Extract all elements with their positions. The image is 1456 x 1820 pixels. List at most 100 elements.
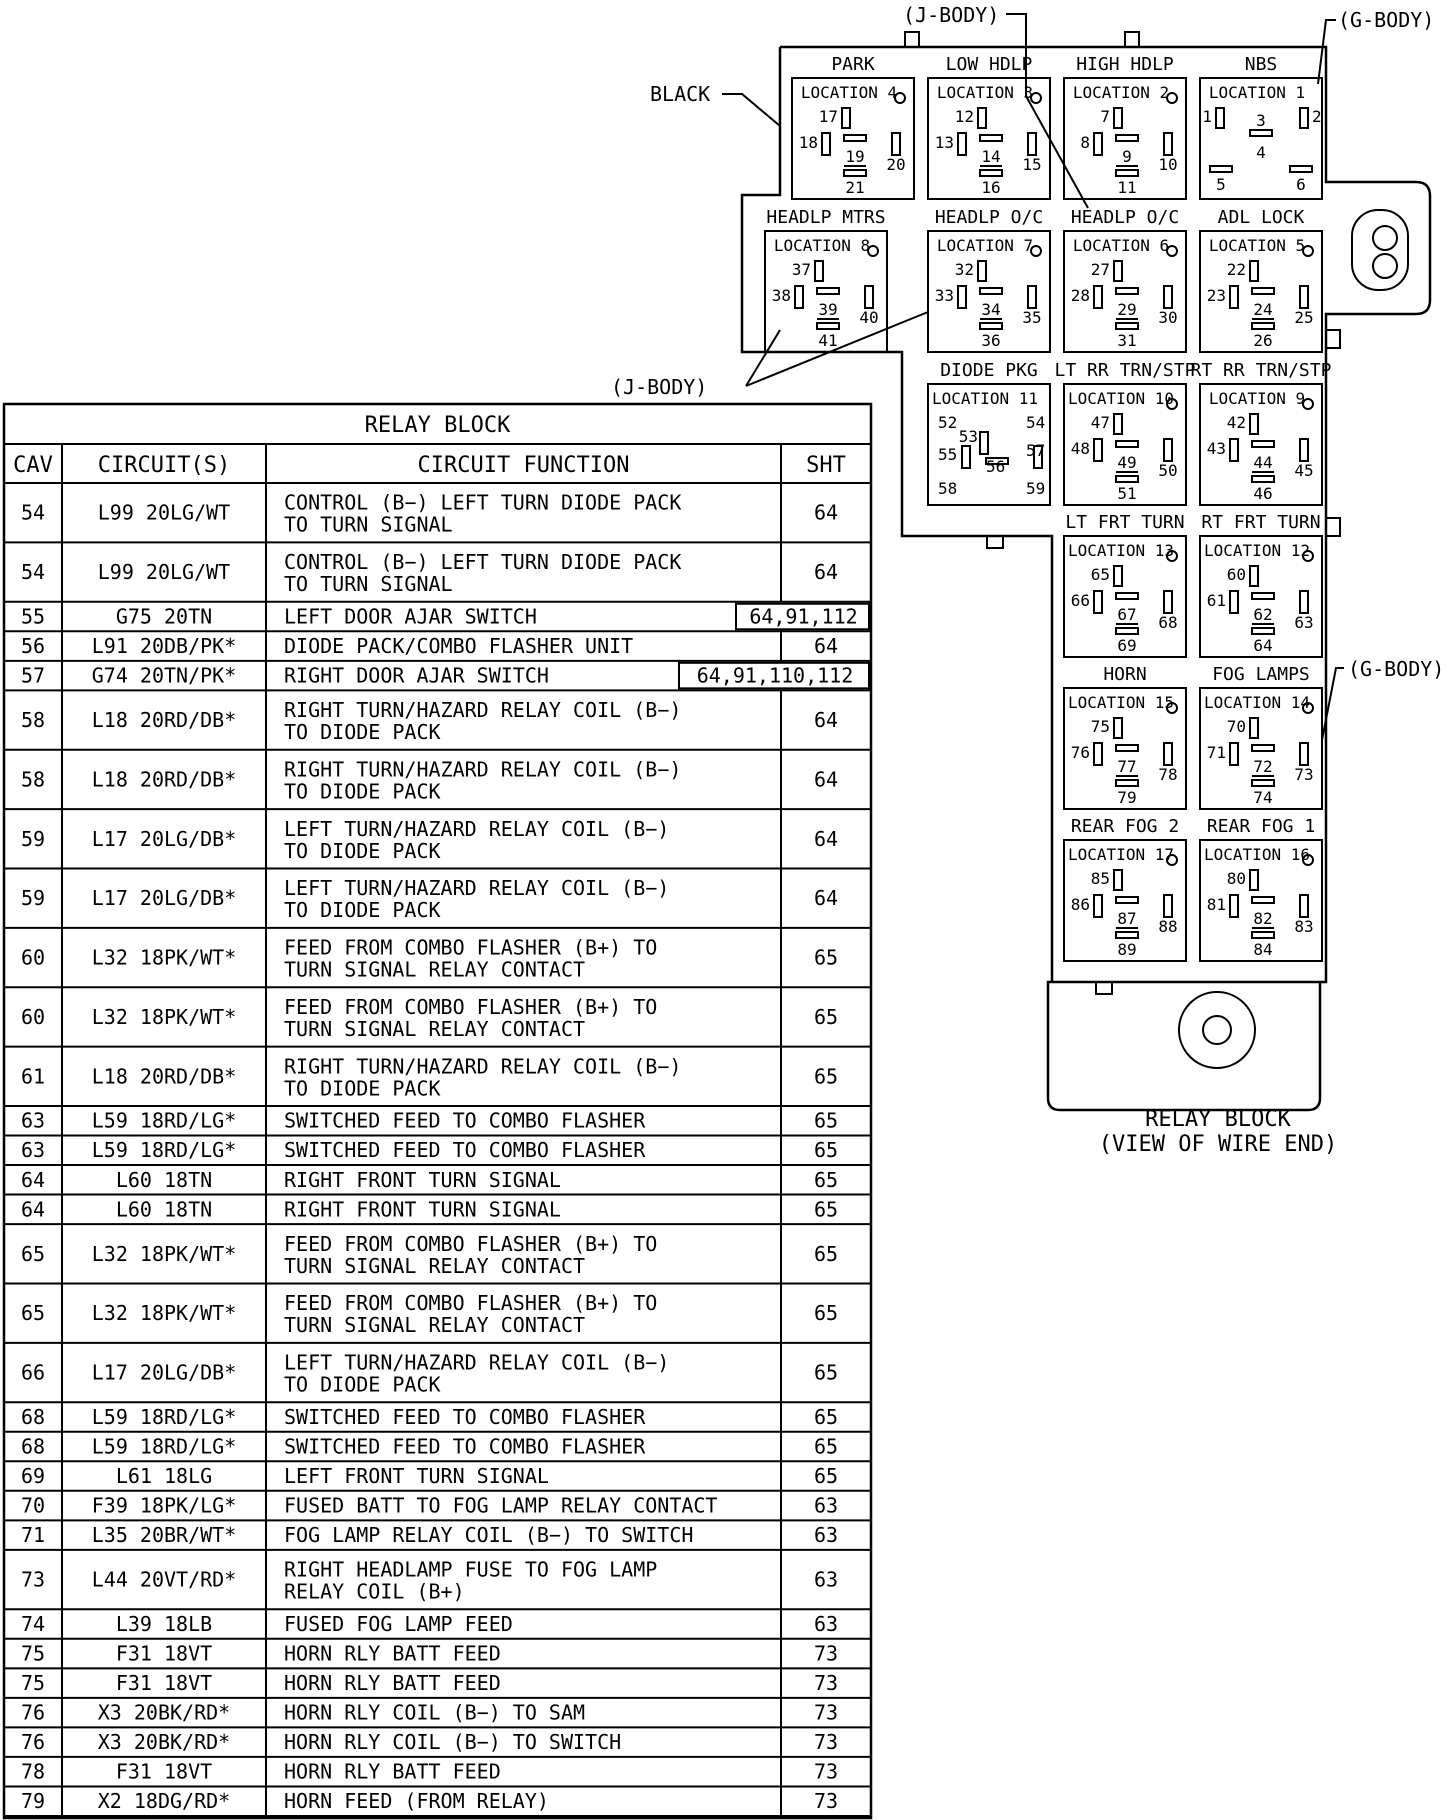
- pin-terminal: [1251, 592, 1275, 600]
- pin-terminal: [1299, 590, 1309, 614]
- pin-terminal: [1115, 322, 1139, 330]
- pin-number: 61: [1207, 591, 1226, 610]
- cell-function-line: CONTROL (B−) LEFT TURN DIODE PACK: [284, 491, 681, 515]
- pin-terminal: [1249, 717, 1259, 739]
- pin-number: 62: [1253, 605, 1272, 624]
- cell-sht: 73: [814, 1789, 838, 1813]
- cell-function: FUSED BATT TO FOG LAMP RELAY CONTACT: [284, 1494, 717, 1518]
- cell-function-line: FEED FROM COMBO FLASHER (B+) TO: [284, 936, 657, 960]
- pin-number: 35: [1022, 308, 1041, 327]
- pin-terminal: [864, 285, 874, 309]
- pin-number: 21: [845, 178, 864, 197]
- leader-black: [722, 93, 781, 127]
- cell-function-line: RIGHT TURN/HAZARD RELAY COIL (B−): [284, 757, 681, 781]
- pin-terminal: [1093, 438, 1103, 462]
- pin-number: 1: [1202, 107, 1212, 126]
- cell-function-line: TO DIODE PACK: [284, 898, 441, 922]
- pin-number: 7: [1100, 107, 1110, 126]
- pin-terminal: [1249, 869, 1259, 891]
- pin-number: 83: [1294, 917, 1313, 936]
- pin-number: 11: [1117, 178, 1136, 197]
- pin-number: 8: [1080, 133, 1090, 152]
- pin-number: 85: [1091, 869, 1110, 888]
- pin-number: 29: [1117, 300, 1136, 319]
- cell-sht: 64: [814, 501, 838, 525]
- mount-ring-outer: [1178, 991, 1256, 1069]
- relay-name: LT FRT TURN: [1065, 512, 1184, 533]
- pin-terminal: [1115, 931, 1139, 939]
- cell-sht: 65: [814, 1361, 838, 1385]
- relay-outline: [1063, 535, 1187, 658]
- keyhole-upper: [1372, 225, 1398, 251]
- cell-sht: 64: [814, 767, 838, 791]
- cell-cav: 57: [21, 664, 45, 688]
- pin-number: 14: [981, 147, 1000, 166]
- cell-sht: 65: [814, 1405, 838, 1429]
- cell-cav: 65: [21, 1301, 45, 1325]
- mount-ring-inner: [1202, 1015, 1232, 1045]
- pin-number: 38: [772, 286, 791, 305]
- relay-outline: [791, 77, 915, 200]
- cell-sht: 73: [814, 1642, 838, 1666]
- relay-location-label: LOCATION 13: [1068, 541, 1174, 560]
- cell-function-line: LEFT TURN/HAZARD RELAY COIL (B−): [284, 1351, 669, 1375]
- cell-circuit: L32 18PK/WT*: [92, 946, 237, 970]
- pin-terminal: [1033, 445, 1043, 469]
- pin-terminal: [1229, 285, 1239, 309]
- pin-number: 2: [1312, 107, 1322, 126]
- cell-cav: 54: [21, 501, 45, 525]
- pin-terminal: [1113, 413, 1123, 435]
- relay-name: HIGH HDLP: [1076, 54, 1174, 75]
- pin-terminal: [1115, 744, 1139, 752]
- pin-terminal: [1251, 475, 1275, 483]
- cell-circuit: X3 20BK/RD*: [98, 1730, 230, 1754]
- pin-number: 13: [935, 133, 954, 152]
- cell-sht: 64,91,110,112: [697, 664, 854, 688]
- pin-number: 54: [1026, 413, 1045, 432]
- pin-number: 82: [1253, 909, 1272, 928]
- cell-cav: 63: [21, 1109, 45, 1133]
- pin-number: 10: [1158, 155, 1177, 174]
- pin-number: 31: [1117, 331, 1136, 350]
- block-tab: [1095, 981, 1113, 995]
- pin-terminal: [1027, 285, 1037, 309]
- pin-terminal: [1113, 260, 1123, 282]
- sht-overflow-box: [678, 661, 870, 690]
- pin-number: 88: [1158, 917, 1177, 936]
- cell-function-line: RIGHT TURN/HAZARD RELAY COIL (B−): [284, 698, 681, 722]
- pin-number: 72: [1253, 757, 1272, 776]
- pin-number: 26: [1253, 331, 1272, 350]
- cell-sht: 64: [814, 827, 838, 851]
- cell-cav: 56: [21, 634, 45, 658]
- cell-function-line: TURN SIGNAL RELAY CONTACT: [284, 1313, 585, 1337]
- cell-cav: 74: [21, 1612, 45, 1636]
- pin-terminal: [979, 431, 989, 455]
- pin-number: 73: [1294, 765, 1313, 784]
- pin-number: 63: [1294, 613, 1313, 632]
- cell-circuit: L32 18PK/WT*: [92, 1242, 237, 1266]
- cell-sht: 65: [814, 1168, 838, 1192]
- relay-name: LOW HDLP: [946, 54, 1033, 75]
- pin-terminal: [1249, 260, 1259, 282]
- keying-dot: [1302, 398, 1314, 410]
- pin-number: 34: [981, 300, 1000, 319]
- leader-gbody-mid: [1321, 667, 1344, 741]
- pin-terminal: [979, 287, 1003, 295]
- pin-terminal: [1163, 438, 1173, 462]
- relay-name: RT FRT TURN: [1201, 512, 1320, 533]
- cell-sht: 73: [814, 1701, 838, 1725]
